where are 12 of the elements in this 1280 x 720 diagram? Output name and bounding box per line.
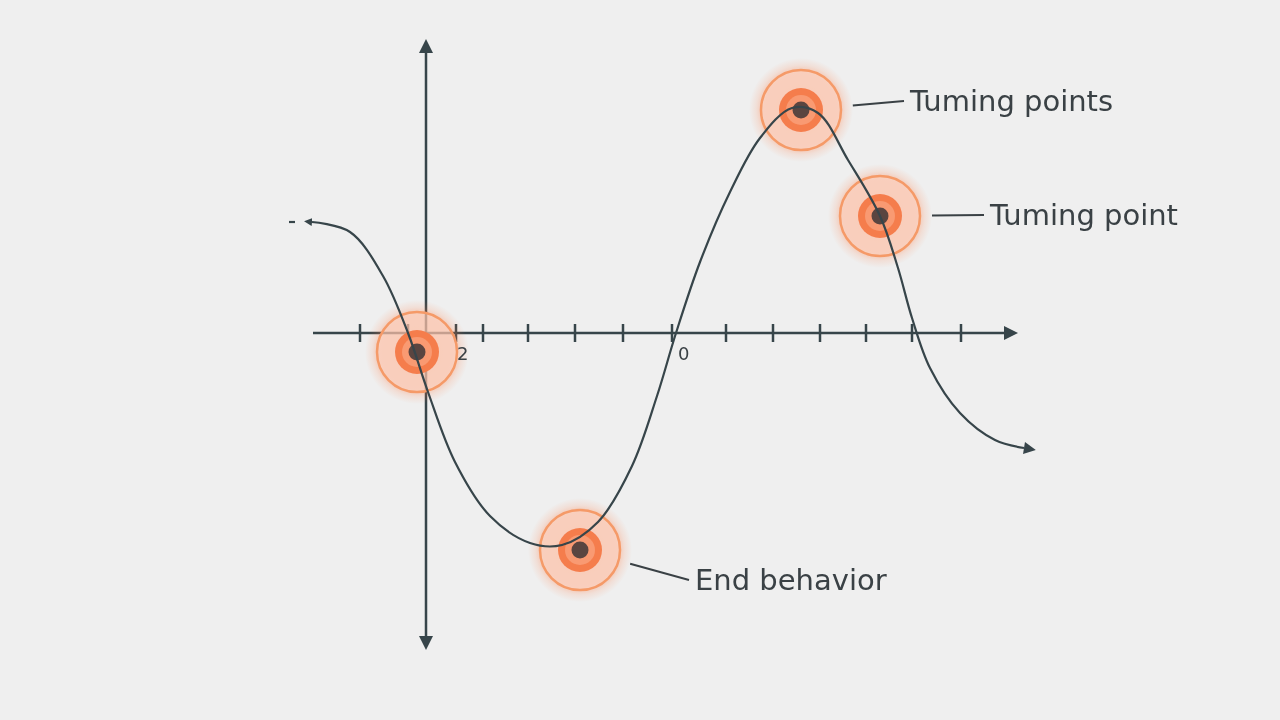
callout-text: Tuming point	[984, 198, 1178, 232]
highlight-marker	[528, 498, 632, 602]
leader-line	[629, 562, 690, 581]
callout-text: End behavior	[689, 563, 887, 597]
axis-tick-label: 0	[678, 344, 690, 364]
highlight-marker	[365, 300, 469, 404]
highlight-marker	[828, 164, 932, 268]
axis-tick-label: 2	[457, 344, 469, 364]
leader-line	[931, 214, 985, 217]
highlight-marker	[749, 58, 853, 162]
leader-line	[851, 100, 905, 107]
callout-text: Tuming points	[904, 84, 1114, 118]
